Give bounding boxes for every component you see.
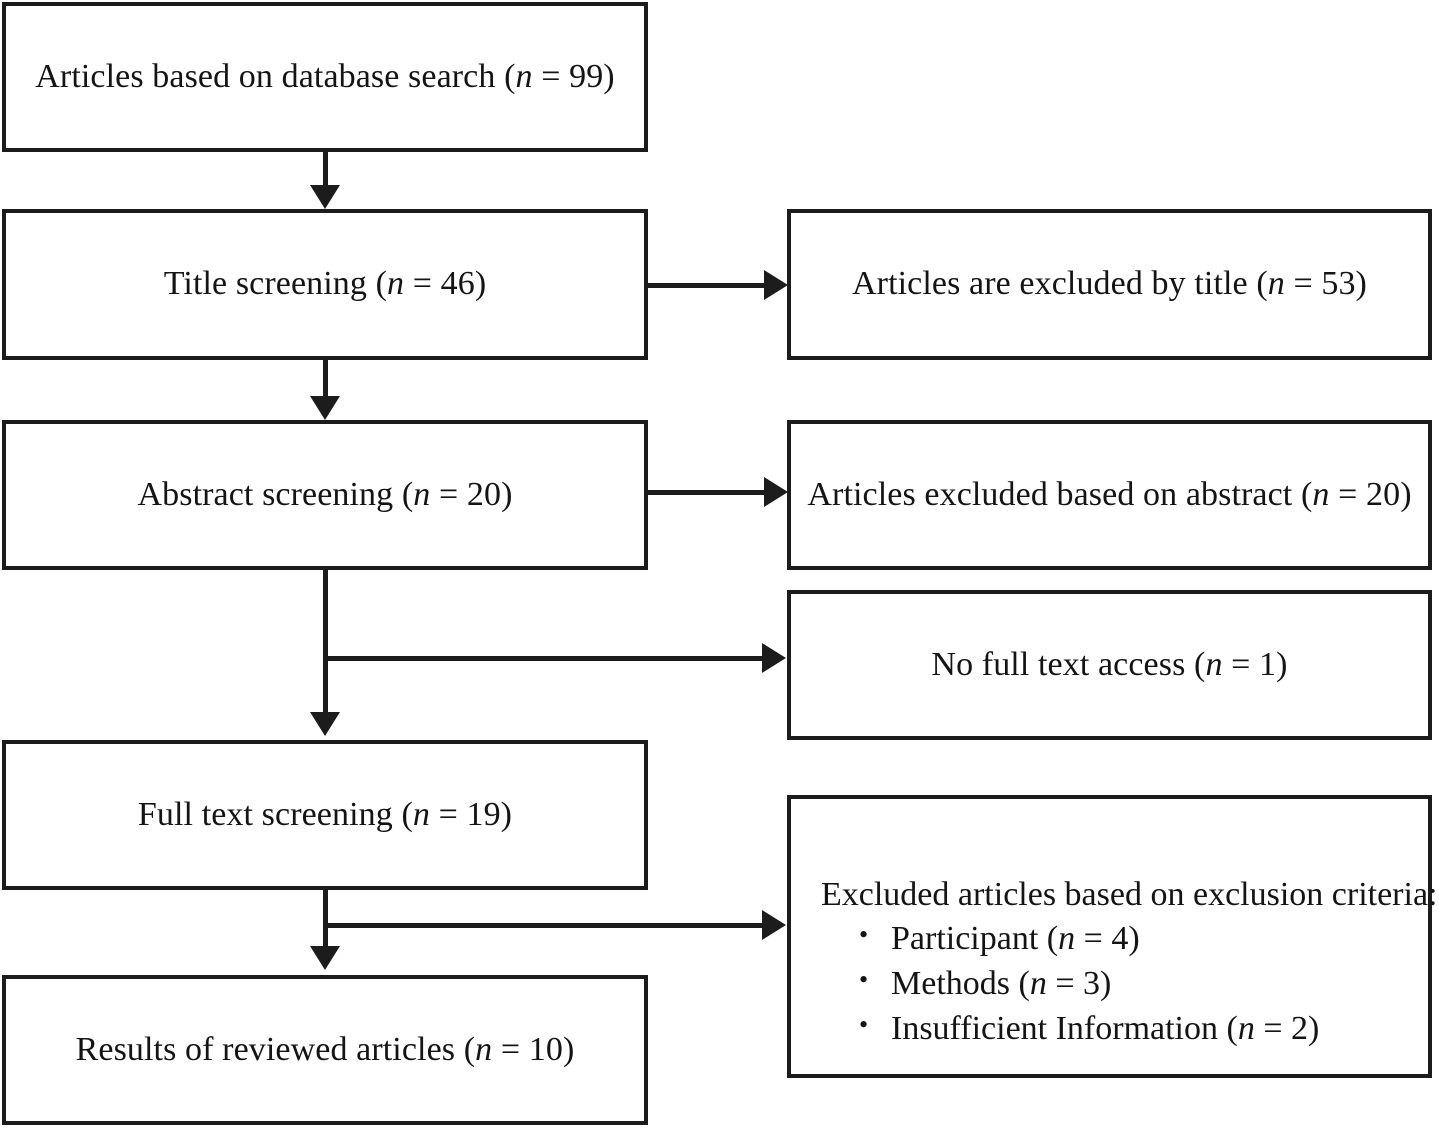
arrowhead-down-icon (310, 946, 340, 970)
box-title-screening: Title screening (n = 46) (2, 209, 648, 360)
connector-fulltext-to-results (323, 890, 328, 952)
box-abstract-screening: Abstract screening (n = 20) (2, 420, 648, 570)
box-database-search: Articles based on database search (n = 9… (2, 2, 648, 152)
exclusion-criteria-list: •Participant (n = 4) •Methods (n = 3) •I… (821, 917, 1437, 1052)
box-abstract-screening-label: Abstract screening (n = 20) (137, 475, 513, 513)
box-database-search-label: Articles based on database search (n = 9… (35, 57, 615, 95)
list-item: •Methods (n = 3) (857, 962, 1437, 1007)
box-full-text-screening-label: Full text screening (n = 19) (137, 795, 513, 833)
box-results-reviewed-articles-label: Results of reviewed articles (n = 10) (75, 1030, 575, 1068)
box-title-screening-label: Title screening (n = 46) (163, 265, 487, 303)
connector-branch-to-exclusion-criteria (323, 923, 766, 928)
arrowhead-right-icon (762, 643, 786, 673)
box-results-reviewed-articles: Results of reviewed articles (n = 10) (2, 975, 648, 1125)
box-excluded-by-title-label: Articles are excluded by title (n = 53) (852, 265, 1367, 303)
bullet-icon: • (859, 1009, 869, 1039)
list-item: •Participant (n = 4) (857, 917, 1437, 962)
connector-title-to-abstract (323, 360, 328, 402)
box-excluded-by-abstract-label: Articles excluded based on abstract (n =… (807, 475, 1412, 513)
connector-title-to-excluded-title (648, 283, 768, 288)
connector-database-to-title (323, 152, 328, 192)
box-no-full-text-access-label: No full text access (n = 1) (931, 645, 1288, 683)
box-excluded-by-title: Articles are excluded by title (n = 53) (787, 209, 1432, 360)
arrowhead-down-icon (310, 185, 340, 209)
box-excluded-by-abstract: Articles excluded based on abstract (n =… (787, 420, 1432, 570)
exclusion-criteria-content: Excluded articles based on exclusion cri… (791, 799, 1437, 1052)
arrowhead-right-icon (764, 477, 788, 507)
arrowhead-right-icon (764, 270, 788, 300)
connector-abstract-to-fulltext (323, 570, 328, 718)
arrowhead-down-icon (310, 396, 340, 420)
box-excluded-by-criteria: Excluded articles based on exclusion cri… (787, 795, 1437, 1078)
list-item: •Insufficient Information (n = 2) (857, 1007, 1437, 1052)
exclusion-criteria-heading: Excluded articles based on exclusion cri… (821, 876, 1438, 913)
box-no-full-text-access: No full text access (n = 1) (787, 590, 1432, 740)
connector-branch-to-no-full-text (323, 656, 766, 661)
connector-abstract-to-excluded-abstract (648, 490, 768, 495)
arrowhead-down-icon (310, 712, 340, 736)
bullet-icon: • (859, 964, 869, 994)
box-full-text-screening: Full text screening (n = 19) (2, 740, 648, 890)
bullet-icon: • (859, 920, 869, 950)
arrowhead-right-icon (762, 910, 786, 940)
